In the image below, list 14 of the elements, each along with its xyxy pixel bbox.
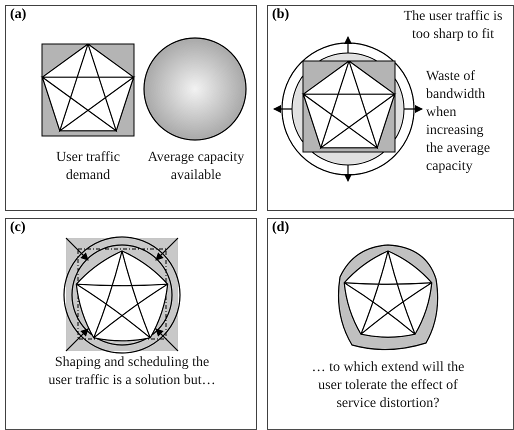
panel xyxy=(267,218,514,430)
caption: User traffic demand xyxy=(55,149,121,185)
caption: Average capacity available xyxy=(146,149,246,185)
panel xyxy=(267,5,514,211)
panel xyxy=(5,5,257,211)
panel-label: (a) xyxy=(10,7,26,23)
panel-label: (b) xyxy=(272,7,290,23)
caption: The user traffic is too sharp to fit xyxy=(402,8,504,44)
caption: Waste of bandwidth when increasing the average capacity xyxy=(426,68,492,176)
panel xyxy=(5,218,257,430)
panel-label: (d) xyxy=(272,220,290,236)
caption: … to which extend will the user tolerate the effect of service distortion? xyxy=(310,359,466,413)
caption: Shaping and scheduling the user traffic is a solution but… xyxy=(47,354,217,390)
panel-label: (c) xyxy=(10,220,26,236)
